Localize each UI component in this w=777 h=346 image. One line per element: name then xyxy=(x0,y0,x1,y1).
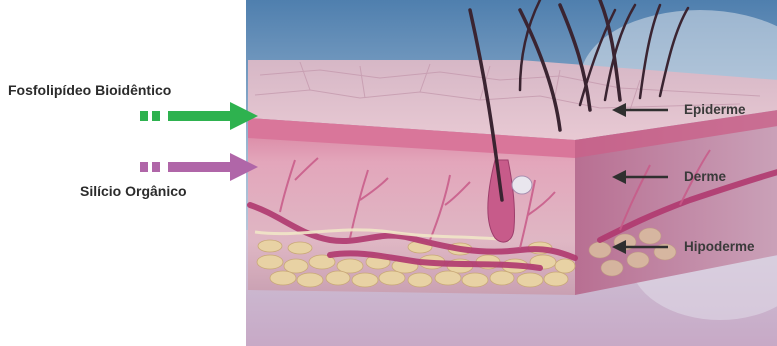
fosfolipideo-arrow xyxy=(140,102,258,130)
epiderme-label: Epiderme xyxy=(684,102,746,117)
silicio-arrow xyxy=(140,153,258,181)
hipoderme-label: Hipoderme xyxy=(684,239,755,254)
derme-label: Derme xyxy=(684,169,726,184)
fosfolipideo-label: Fosfolipídeo Bioidêntico xyxy=(8,82,171,98)
silicio-label: Silício Orgânico xyxy=(80,183,187,199)
